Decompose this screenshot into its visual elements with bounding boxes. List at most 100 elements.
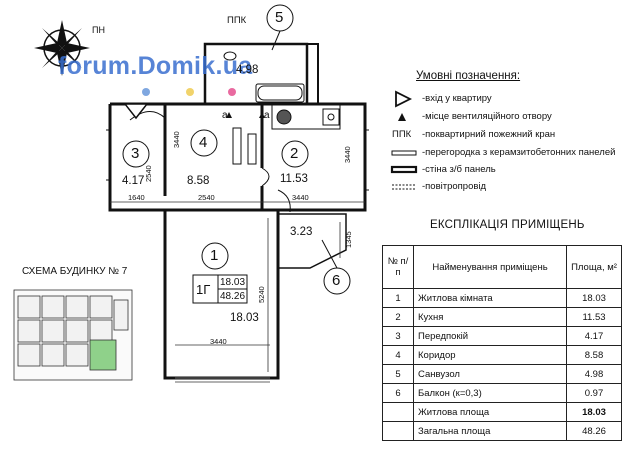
building-scheme-drawing xyxy=(13,289,133,381)
explication-title: ЕКСПЛІКАЦІЯ ПРИМІЩЕНЬ xyxy=(430,219,585,231)
cell-num: 4 xyxy=(382,345,414,365)
cell-name: Передпокій xyxy=(413,326,567,346)
cell-area: 8.58 xyxy=(566,345,622,365)
legend-entry-triangle-icon xyxy=(395,90,413,108)
dim-2540-bottom: 2540 xyxy=(198,193,215,202)
legend-text: -перегородка з керамзитобетонних панелей xyxy=(422,147,616,158)
legend-row: -стіна з/б панель xyxy=(392,162,496,178)
ppk-label: ППК xyxy=(227,15,247,26)
decor-dot-icon xyxy=(142,88,150,96)
cell-name: Кухня xyxy=(413,307,567,327)
decor-dot-icon xyxy=(228,88,236,96)
room-4-area: 8.58 xyxy=(187,175,210,187)
cell-area: 11.53 xyxy=(566,307,622,327)
cell-area: 4.17 xyxy=(566,326,622,346)
door-mark-a: a xyxy=(264,110,270,121)
room-3-area: 4.17 xyxy=(122,175,145,187)
entry-triangle-icon xyxy=(123,103,149,120)
cell-num: 6 xyxy=(382,383,414,403)
cell-name: Санвузол xyxy=(413,364,567,384)
legend-text: -повітропровід xyxy=(422,181,487,192)
room-2-area: 11.53 xyxy=(280,173,308,185)
dim-3440-bottom: 3440 xyxy=(210,337,227,346)
legend-text: -поквартирний пожежний кран xyxy=(422,129,556,140)
scheme-title: СХЕМА БУДИНКУ № 7 xyxy=(22,266,128,277)
watermark: forum.Domik.ua xyxy=(58,52,253,80)
legend-row: ППК -поквартирний пожежний кран xyxy=(392,127,555,143)
dim-1640: 1640 xyxy=(128,193,145,202)
cell-num: 3 xyxy=(382,326,414,346)
cell-name: Житлова кімната xyxy=(413,288,567,308)
cell-name: Житлова площа xyxy=(413,402,567,422)
room-3-marker xyxy=(122,140,150,168)
room-1-number: 1 xyxy=(210,247,219,264)
cell-area: 0.97 xyxy=(566,383,622,403)
apartment-type: 1Г xyxy=(196,282,211,297)
apartment-total-area: 48.26 xyxy=(220,291,246,302)
dim-3440-mid: 3440 xyxy=(292,193,309,202)
legend-vent-triangle-icon xyxy=(398,113,406,121)
dim-5240: 5240 xyxy=(257,286,266,303)
cell-num: 5 xyxy=(382,364,414,384)
legend-text: -місце вентиляційного отвору xyxy=(422,111,552,122)
room-6-number: 6 xyxy=(332,272,341,289)
dim-3440-left: 3440 xyxy=(172,131,181,148)
decor-dot-icon xyxy=(186,88,194,96)
room-6-area: 3.23 xyxy=(290,226,313,238)
compass-label: ПН xyxy=(92,25,105,35)
door-mark-a: a xyxy=(222,110,228,121)
cell-name: Балкон (к=0,3) xyxy=(413,383,567,403)
bathroom-fixtures xyxy=(223,51,305,103)
room-3-number: 3 xyxy=(131,145,140,162)
room-1-area: 18.03 xyxy=(230,312,259,324)
room-4-marker xyxy=(190,129,218,157)
legend-wall-icon xyxy=(390,165,418,174)
cell-num: 2 xyxy=(382,307,414,327)
dim-1345: 1345 xyxy=(344,231,353,248)
cell-name: Загальна площа xyxy=(413,421,567,441)
explication-table: № п/п Найменування приміщень Площа, м² 1… xyxy=(382,245,622,441)
room-4-number: 4 xyxy=(199,134,208,151)
legend-ppk-symbol: ППК xyxy=(392,129,412,140)
corridor-doors xyxy=(129,111,291,213)
legend-row: -повітропровід xyxy=(392,179,486,195)
legend-row: -місце вентиляційного отвору xyxy=(392,109,552,125)
room-5-area: 4.98 xyxy=(236,64,259,76)
legend-text: -вхід у квартиру xyxy=(422,93,492,104)
header-area: Площа, м² xyxy=(566,245,622,289)
vent-triangle-icon xyxy=(259,112,265,118)
cell-area: 4.98 xyxy=(566,364,622,384)
room-2-number: 2 xyxy=(290,145,299,162)
room-1-marker xyxy=(201,242,229,270)
legend-partition-icon xyxy=(391,150,417,156)
room-5-number: 5 xyxy=(275,9,284,26)
compass-rose-icon xyxy=(34,20,90,76)
cell-area: 48.26 xyxy=(566,421,622,441)
legend-row: -перегородка з керамзитобетонних панелей xyxy=(392,145,615,161)
dim-3440-right: 3440 xyxy=(343,146,352,163)
cell-num: 1 xyxy=(382,288,414,308)
cell-area: 18.03 xyxy=(566,288,622,308)
header-num: № п/п xyxy=(382,245,414,289)
cell-name: Коридор xyxy=(413,345,567,365)
kitchen-fixtures xyxy=(271,104,341,130)
apartment-living-area: 18.03 xyxy=(220,277,246,288)
table-header-row: № п/п Найменування приміщень Площа, м² xyxy=(382,245,622,289)
vent-triangle-icon xyxy=(226,112,232,118)
header-name: Найменування приміщень xyxy=(413,245,567,289)
legend-title: Умовні позначення: xyxy=(416,70,521,82)
legend-airduct-icon xyxy=(392,184,416,190)
highlighted-apartment xyxy=(89,339,117,371)
dim-2540-left: 2540 xyxy=(144,165,153,182)
room-2-marker xyxy=(281,140,309,168)
cell-area: 18.03 xyxy=(566,402,622,422)
